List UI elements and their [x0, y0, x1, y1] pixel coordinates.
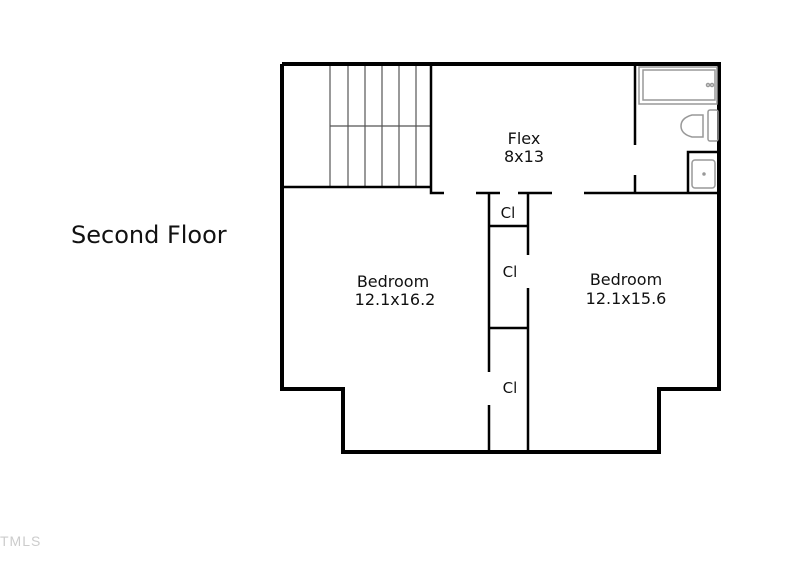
- closet-label: Cl: [503, 263, 518, 281]
- outer-walls: [280, 62, 721, 454]
- interior-walls: [282, 64, 719, 450]
- room-bedroom-left: Bedroom 12.1x16.2: [355, 272, 436, 309]
- room-name: Flex: [508, 129, 541, 148]
- room-name: Bedroom: [357, 272, 429, 291]
- mls-watermark: TMLS: [0, 533, 41, 549]
- floor-title: Second Floor: [71, 221, 227, 249]
- sink: [691, 159, 716, 189]
- closet-label: Cl: [501, 204, 516, 222]
- room-size: 12.1x16.2: [355, 290, 436, 309]
- room-bedroom-right: Bedroom 12.1x15.6: [586, 270, 667, 308]
- bathtub: [638, 66, 718, 105]
- room-size: 8x13: [504, 147, 544, 166]
- room-size: 12.1x15.6: [586, 289, 667, 308]
- toilet: [680, 109, 719, 142]
- room-flex: Flex 8x13: [504, 129, 544, 166]
- stairs: [329, 66, 430, 186]
- closet-label: Cl: [503, 379, 518, 397]
- room-name: Bedroom: [590, 270, 662, 289]
